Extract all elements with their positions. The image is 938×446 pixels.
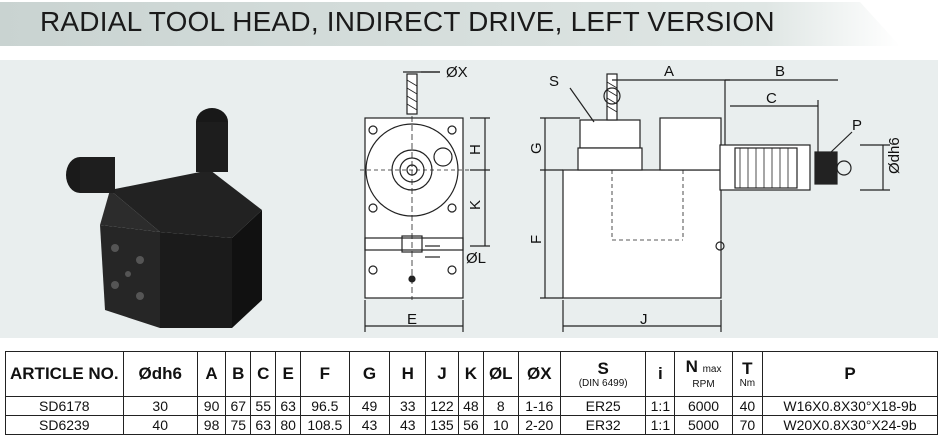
cell-a: 90 xyxy=(196,396,227,416)
col-s-sub: (DIN 6499) xyxy=(578,377,628,389)
label-s: S xyxy=(549,73,559,90)
col-article: ARTICLE NO. xyxy=(5,351,124,397)
product-photo xyxy=(66,108,262,328)
side-view-drawing xyxy=(540,73,890,332)
cell-p: W20X0.8X30°X24-9b xyxy=(762,415,938,435)
label-c: C xyxy=(766,90,777,107)
cell-b: 75 xyxy=(225,415,252,435)
cell-e: 63 xyxy=(275,396,302,416)
col-t-label: T xyxy=(742,358,753,378)
cell-t: 70 xyxy=(731,415,764,435)
cell-article: SD6239 xyxy=(5,415,124,435)
label-e: E xyxy=(407,311,417,328)
col-e: E xyxy=(275,351,302,397)
table-header-row: ARTICLE NO. Ødh6 A B C E F G H J K ØL ØX… xyxy=(5,351,938,397)
label-ox: ØX xyxy=(446,64,468,81)
label-f: F xyxy=(528,235,545,244)
col-s: S (DIN 6499) xyxy=(559,351,647,397)
cell-e: 80 xyxy=(275,415,302,435)
col-a: A xyxy=(196,351,227,397)
label-h: H xyxy=(467,144,484,155)
cell-j: 135 xyxy=(425,415,459,435)
cell-f: 96.5 xyxy=(300,396,350,416)
col-j: J xyxy=(425,351,459,397)
cell-j: 122 xyxy=(425,396,459,416)
front-view-drawing xyxy=(360,71,490,332)
col-ol: ØL xyxy=(482,351,519,397)
cell-odh6: 30 xyxy=(122,396,198,416)
cell-h: 33 xyxy=(389,396,427,416)
cell-n: 5000 xyxy=(674,415,733,435)
cell-b: 67 xyxy=(225,396,252,416)
cell-c: 55 xyxy=(250,396,277,416)
col-ox: ØX xyxy=(517,351,561,397)
cell-k: 56 xyxy=(457,415,484,435)
cell-k: 48 xyxy=(457,396,484,416)
col-t: T Nm xyxy=(731,351,764,397)
col-t-sub: Nm xyxy=(739,377,756,389)
col-i: i xyxy=(645,351,676,397)
col-n-sub: RPM xyxy=(692,379,715,390)
col-c: C xyxy=(250,351,277,397)
col-b: B xyxy=(225,351,252,397)
title-banner: RADIAL TOOL HEAD, INDIRECT DRIVE, LEFT V… xyxy=(0,0,938,48)
cell-i: 1:1 xyxy=(645,396,676,416)
technical-drawing: ØX H K ØL E S xyxy=(66,63,903,332)
cell-t: 40 xyxy=(731,396,764,416)
cell-ox: 2-20 xyxy=(517,415,561,435)
col-n-label: N xyxy=(685,357,698,376)
cell-ol: 10 xyxy=(482,415,519,435)
title-banner-shape xyxy=(0,2,900,46)
col-g: G xyxy=(348,351,391,397)
col-odh6: Ødh6 xyxy=(122,351,198,397)
cell-p: W16X0.8X30°X18-9b xyxy=(762,396,938,416)
label-a: A xyxy=(664,63,674,80)
cell-c: 63 xyxy=(250,415,277,435)
label-odh6: Ødh6 xyxy=(886,137,903,174)
label-j: J xyxy=(640,311,648,328)
cell-n: 6000 xyxy=(674,396,733,416)
col-p: P xyxy=(762,351,938,397)
col-n-sup: max xyxy=(702,364,722,375)
cell-s: ER25 xyxy=(559,396,647,416)
col-h: H xyxy=(389,351,427,397)
label-p: P xyxy=(852,117,862,134)
label-k: K xyxy=(467,200,484,210)
cell-ox: 1-16 xyxy=(517,396,561,416)
cell-a: 98 xyxy=(196,415,227,435)
label-g: G xyxy=(528,142,545,154)
spec-table: ARTICLE NO. Ødh6 A B C E F G H J K ØL ØX… xyxy=(5,351,938,435)
col-n: N max RPM xyxy=(674,351,733,397)
table-row: SD6239 40 98 75 63 80 108.5 43 43 135 56… xyxy=(5,415,938,435)
col-s-label: S xyxy=(597,358,609,378)
cell-f: 108.5 xyxy=(300,415,350,435)
col-f: F xyxy=(300,351,350,397)
cell-g: 43 xyxy=(348,415,391,435)
table-row: SD6178 30 90 67 55 63 96.5 49 33 122 48 … xyxy=(5,396,938,416)
label-ol: ØL xyxy=(466,250,486,267)
col-k: K xyxy=(457,351,484,397)
cell-g: 49 xyxy=(348,396,391,416)
label-b: B xyxy=(775,63,785,80)
cell-odh6: 40 xyxy=(122,415,198,435)
cell-ol: 8 xyxy=(482,396,519,416)
page-title: RADIAL TOOL HEAD, INDIRECT DRIVE, LEFT V… xyxy=(40,6,775,37)
cell-i: 1:1 xyxy=(645,415,676,435)
cell-article: SD6178 xyxy=(5,396,124,416)
cell-h: 43 xyxy=(389,415,427,435)
cell-s: ER32 xyxy=(559,415,647,435)
